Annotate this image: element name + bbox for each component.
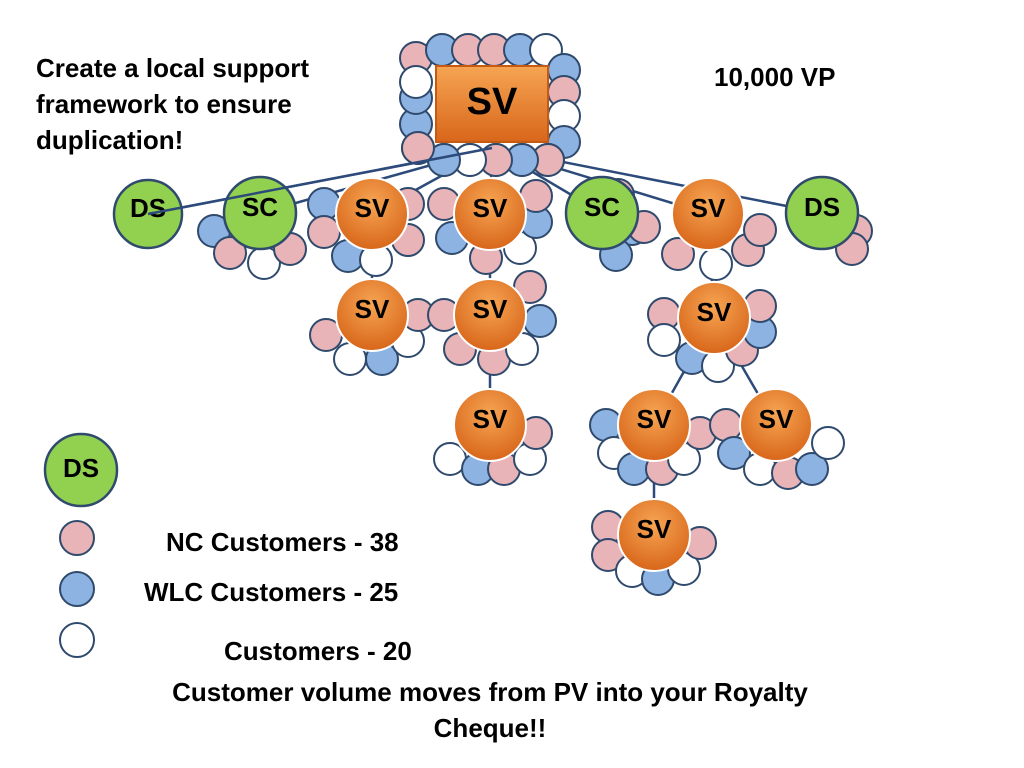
customer-circle	[523, 304, 557, 338]
sv-circle	[453, 388, 527, 462]
node-label: SV	[473, 404, 508, 434]
ds-circle	[564, 175, 640, 251]
node-label: SV	[473, 193, 508, 223]
node-sc2: SC	[564, 175, 640, 251]
legend-wlc-label: WLC Customers - 25	[144, 577, 399, 607]
footer-message: Customer volume moves from PV into your …	[172, 677, 808, 743]
node-ds2: DS	[784, 175, 860, 251]
ds-circle	[784, 175, 860, 251]
customer-circle	[795, 452, 829, 486]
sv-circle	[453, 278, 527, 352]
customer-circle	[811, 426, 845, 460]
customer-circle	[307, 215, 341, 249]
node-top: SV	[435, 65, 549, 143]
node-sv10: SV	[617, 498, 691, 572]
legend-wlc-marker	[59, 571, 95, 607]
legend-markers: DS	[43, 432, 119, 658]
sv-circle	[617, 388, 691, 462]
node-label: SV	[691, 193, 726, 223]
node-label: SC	[584, 192, 620, 222]
node-sv9: SV	[739, 388, 813, 462]
customer-circle	[743, 213, 777, 247]
sv-circle	[335, 177, 409, 251]
customer-circle	[709, 408, 743, 442]
legend-nc-label: NC Customers - 38	[166, 527, 399, 557]
node-label: SV	[473, 294, 508, 324]
node-label: SV	[637, 404, 672, 434]
sv-rect	[435, 65, 549, 143]
sv-circle	[453, 177, 527, 251]
node-label: SV	[637, 514, 672, 544]
top-cluster-front	[401, 131, 565, 177]
customer-circle	[661, 237, 695, 271]
node-label: SV	[759, 404, 794, 434]
node-shapes: SV DS SC SV SV SC SV DS SV SV SV SV SV SV SV	[112, 65, 860, 572]
sv-circle	[617, 498, 691, 572]
customer-circle	[401, 131, 435, 165]
node-label: SV	[697, 297, 732, 327]
node-sv2: SV	[453, 177, 527, 251]
node-label: DS	[804, 192, 840, 222]
legend-ds-label: DS	[63, 453, 99, 483]
node-sv1: SV	[335, 177, 409, 251]
node-sv6: SV	[677, 281, 751, 355]
headline-text: Create a local support framework to ensu…	[36, 53, 310, 155]
node-label: DS	[130, 193, 166, 223]
customer-circle	[213, 236, 247, 270]
node-sv5: SV	[453, 278, 527, 352]
node-sv3: SV	[671, 177, 745, 251]
legend-customers-label: Customers - 20	[224, 636, 412, 666]
sv-circle	[677, 281, 751, 355]
customer-circle	[717, 436, 751, 470]
node-label: SC	[242, 192, 278, 222]
node-label: SV	[467, 81, 518, 123]
legend-cust-marker	[59, 622, 95, 658]
legend-ds-circle	[43, 432, 119, 508]
customer-circle	[647, 323, 681, 357]
connector-top-ds1-front	[147, 146, 493, 216]
volume-label: 10,000 VP	[714, 62, 836, 92]
sv-circle	[671, 177, 745, 251]
customer-circle	[399, 65, 433, 99]
node-label: SV	[355, 294, 390, 324]
node-sv8: SV	[617, 388, 691, 462]
node-label: SV	[355, 193, 390, 223]
customer-circle	[699, 247, 733, 281]
node-sv4: SV	[335, 278, 409, 352]
legend-nc-marker	[59, 520, 95, 556]
sv-circle	[335, 278, 409, 352]
sv-circle	[739, 388, 813, 462]
node-sv7: SV	[453, 388, 527, 462]
